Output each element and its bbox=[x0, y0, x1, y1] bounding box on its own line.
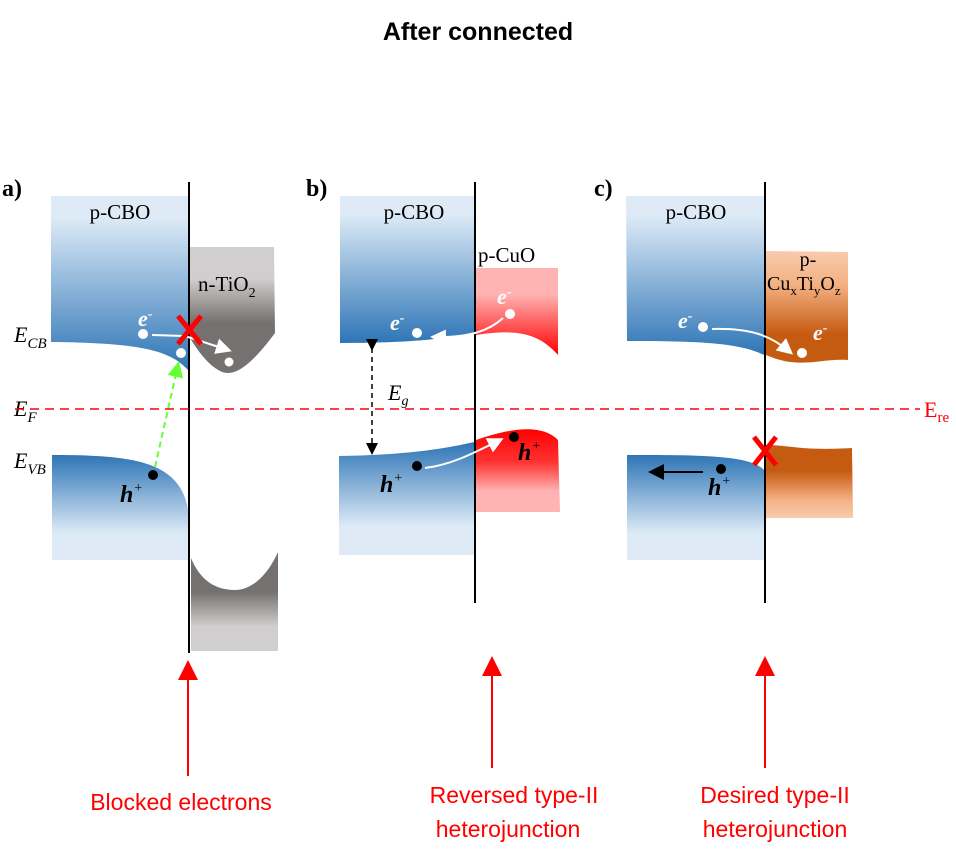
electron-dot bbox=[698, 322, 708, 332]
material-label-right-formula: CuxTiyOz bbox=[767, 273, 841, 298]
electron-dot bbox=[797, 348, 807, 358]
electron-label: e- bbox=[813, 320, 828, 345]
caption-text: Desired type-II bbox=[700, 782, 850, 808]
material-label-right: p- bbox=[800, 249, 817, 271]
caption-text: heterojunction bbox=[703, 816, 848, 842]
panel-a: a) p-CBO n-TiO2 ECB EF EVB e- h+ bbox=[2, 176, 278, 653]
diagram-title: After connected bbox=[383, 18, 573, 46]
cbo-valence-band bbox=[627, 455, 764, 560]
cutio-valence-band bbox=[766, 445, 853, 518]
cbo-conduction-band bbox=[626, 196, 764, 355]
electron-transfer-arrow bbox=[430, 317, 504, 346]
hole-label: h+ bbox=[708, 474, 731, 501]
hole-label: h+ bbox=[120, 481, 143, 508]
electron-dot bbox=[176, 348, 186, 358]
blocked-x-icon bbox=[752, 435, 778, 467]
ef-label: EF bbox=[13, 396, 37, 426]
electron-label: e- bbox=[497, 284, 512, 309]
caption-text: Reversed type-II bbox=[430, 782, 599, 808]
cbo-conduction-band bbox=[340, 196, 474, 343]
electron-dot bbox=[223, 356, 235, 368]
cbo-valence-band bbox=[52, 455, 188, 560]
caption-c: Desired type-II heterojunction bbox=[700, 656, 850, 842]
material-label-right: n-TiO2 bbox=[198, 272, 256, 301]
evb-label: EVB bbox=[13, 448, 46, 478]
material-label-left: p-CBO bbox=[666, 200, 727, 224]
tio2-conduction-band bbox=[190, 247, 275, 373]
caption-b: Reversed type-II heterojunction bbox=[430, 656, 599, 842]
material-label-left: p-CBO bbox=[90, 200, 151, 224]
electron-dot bbox=[412, 328, 422, 338]
hole-transfer-arrow bbox=[424, 438, 504, 469]
panel-letter: b) bbox=[306, 176, 327, 202]
panel-letter: a) bbox=[2, 176, 22, 202]
cbo-valence-band bbox=[339, 442, 474, 555]
eg-label: Eg bbox=[387, 380, 408, 409]
caption-text: Blocked electrons bbox=[90, 789, 272, 815]
electron-label: e- bbox=[390, 310, 405, 335]
cutio-conduction-band bbox=[766, 251, 848, 363]
material-label-left: p-CBO bbox=[384, 200, 445, 224]
blocked-x-icon bbox=[176, 314, 203, 346]
ecb-label: ECB bbox=[13, 322, 47, 352]
hole-label: h+ bbox=[380, 471, 403, 498]
tio2-valence-band bbox=[191, 552, 278, 651]
hole-label: h+ bbox=[518, 439, 541, 466]
cbo-conduction-band bbox=[51, 196, 188, 370]
electron-dot bbox=[505, 309, 515, 319]
panel-letter: c) bbox=[594, 176, 613, 202]
hole-dot bbox=[509, 432, 519, 442]
panel-c: c) p-CBO p- CuxTiyOz e- e- h+ bbox=[594, 176, 853, 603]
electron-transfer-arrow bbox=[711, 327, 794, 355]
electron-dot bbox=[138, 329, 148, 339]
hole-dot bbox=[716, 464, 726, 474]
ere-label: Ere bbox=[924, 397, 949, 426]
caption-text: heterojunction bbox=[436, 816, 581, 842]
electron-label: e- bbox=[678, 308, 693, 333]
recombination-arrow bbox=[154, 361, 184, 468]
cuo-conduction-band bbox=[476, 268, 558, 355]
panel-b: b) p-CBO p-CuO e- e- Eg h+ h+ bbox=[306, 176, 560, 603]
caption-a: Blocked electrons bbox=[90, 660, 272, 815]
electron-label: e- bbox=[138, 306, 153, 331]
hole-dot bbox=[148, 470, 158, 480]
hole-dot bbox=[412, 461, 422, 471]
material-label-right: p-CuO bbox=[478, 243, 535, 267]
